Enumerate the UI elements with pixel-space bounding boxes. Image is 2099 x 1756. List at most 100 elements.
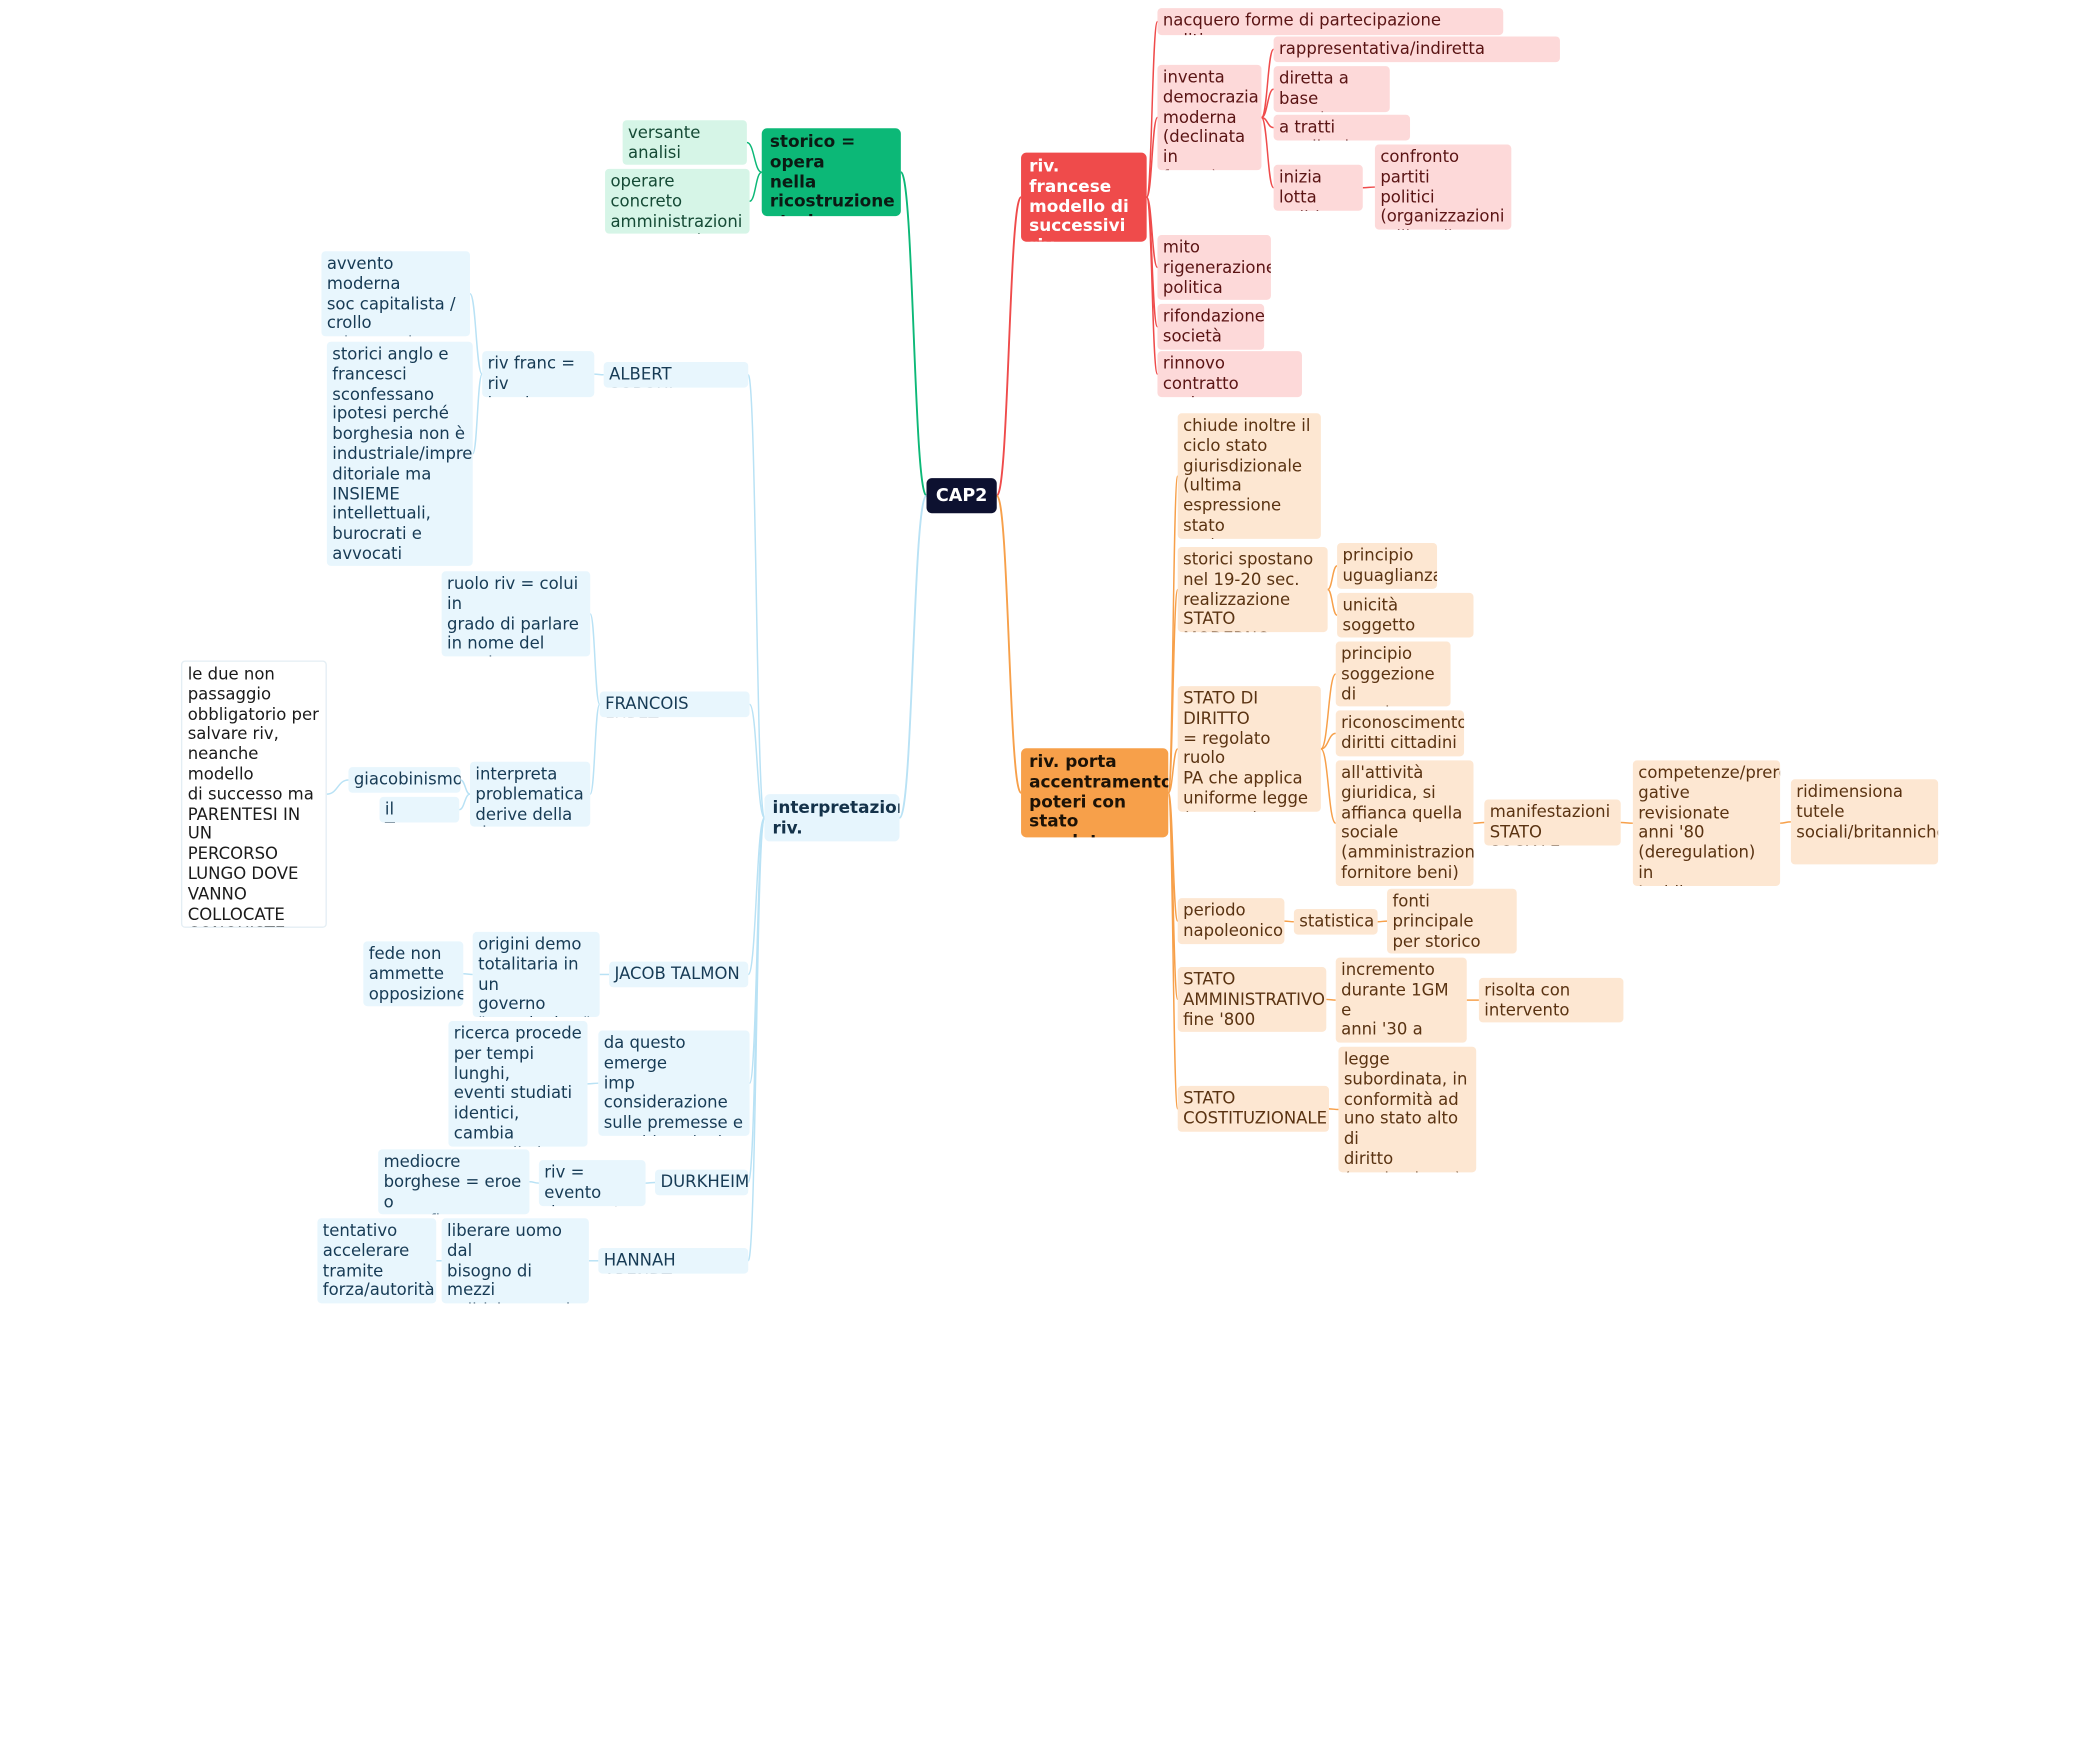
- connector-o-o1: [1167, 475, 1179, 794]
- topic-o2[interactable]: storici spostano nel 19-20 sec. realizza…: [1177, 546, 1328, 633]
- connector-b5a-b5a1: [529, 1181, 539, 1184]
- topic-o3a[interactable]: principio soggezione di poteri: [1335, 641, 1451, 707]
- topic-b1a[interactable]: riv franc = riv borghese: [482, 351, 595, 398]
- topic-o5a[interactable]: incremento durante 1GM e anni '30 a caus…: [1335, 957, 1467, 1043]
- connector-o-o2: [1167, 588, 1179, 794]
- topic-b2c[interactable]: le due non passaggio obbligatorio per sa…: [180, 660, 327, 928]
- connector-b1a-b1a2: [471, 373, 483, 455]
- topic-o5b[interactable]: risolta con intervento statale: [1478, 977, 1624, 1023]
- connector-o2-o2b: [1327, 588, 1338, 616]
- topic-r[interactable]: riv. francese modello di successivi riv.…: [1021, 152, 1147, 242]
- topic-b5[interactable]: DURKHEIM: [655, 1169, 749, 1196]
- topic-b[interactable]: interpretazione riv.: [764, 794, 900, 842]
- topic-b5a[interactable]: riv = evento rigeneratore: [538, 1160, 646, 1207]
- topic-o5[interactable]: STATO AMMINISTRATIVO fine '800: [1177, 967, 1327, 1032]
- connector-r-r5: [1145, 196, 1159, 375]
- topic-g[interactable]: storico = opera nella ricostruzione stor…: [761, 128, 901, 217]
- connector-b-b2: [748, 703, 766, 819]
- topic-b1a2[interactable]: storici anglo e francesci sconfessano ip…: [326, 341, 473, 566]
- topic-r2b[interactable]: diretta a base popolare: [1273, 66, 1390, 113]
- topic-o3c3[interactable]: ridimensiona tutele sociali/britanniche: [1790, 779, 1939, 865]
- connector-o4a-o4b: [1377, 920, 1388, 923]
- connector-b-b3: [747, 817, 766, 976]
- topic-b1a1[interactable]: avvento moderna soc capitalista / crollo…: [321, 251, 471, 337]
- connector-root-g: [899, 171, 928, 497]
- connector-o3c2-o3c3: [1780, 821, 1791, 824]
- topic-o2b[interactable]: unicità soggetto di diritto: [1337, 592, 1474, 638]
- topic-r1[interactable]: nacquero forme di partecipazione politic…: [1157, 8, 1504, 36]
- connector-o-o3: [1167, 748, 1179, 794]
- connector-b2b-b2b2: [458, 793, 471, 811]
- connector-root-o: [995, 494, 1022, 794]
- connector-r2-r2a: [1260, 48, 1275, 119]
- connector-o6-o6a: [1328, 1108, 1339, 1111]
- connector-o3-o3a: [1320, 673, 1337, 750]
- connector-o3c-o3c1: [1473, 821, 1485, 824]
- connector-g-g1: [746, 141, 763, 173]
- topic-r2c[interactable]: a tratti totalitaria: [1273, 114, 1411, 141]
- topic-b5a1[interactable]: mediocre borghese = eroe o carnefice: [378, 1149, 530, 1215]
- topic-b6a1[interactable]: tentativo accelerare tramite forza/autor…: [317, 1218, 437, 1304]
- topic-b3a[interactable]: origini demo totalitaria in un governo "…: [472, 931, 600, 1018]
- connector-o3-o3b: [1320, 732, 1336, 750]
- topic-o6[interactable]: STATO COSTITUZIONALE: [1177, 1085, 1329, 1132]
- topic-o6a[interactable]: legge subordinata, in conformità ad uno …: [1338, 1046, 1477, 1173]
- topic-o4b[interactable]: fonti principale per storico eco- socio: [1387, 888, 1517, 954]
- connector-b1a-b1a1: [469, 293, 483, 375]
- connector-o5-o5a: [1326, 998, 1336, 1001]
- connector-b-b6: [747, 817, 766, 1262]
- topic-r2d[interactable]: inizia lotta politica: [1273, 164, 1363, 211]
- topic-o[interactable]: riv. porta accentramento poteri con stat…: [1021, 748, 1169, 838]
- topic-b2b1[interactable]: giacobinismo: [348, 767, 461, 793]
- connector-r-r2: [1145, 116, 1159, 198]
- connector-b-b1: [747, 374, 766, 819]
- connector-r2-r2b: [1261, 88, 1274, 119]
- topic-o4[interactable]: periodo napoleonico: [1177, 898, 1285, 945]
- topic-b2b[interactable]: interpreta problematica derive della riv: [470, 761, 591, 827]
- topic-b2a[interactable]: ruolo riv = colui in grado di parlare in…: [441, 571, 591, 657]
- topic-b6a[interactable]: liberare uomo dal bisogno di mezzi polit…: [441, 1218, 589, 1304]
- connector-root-b: [898, 494, 928, 819]
- connector-root-r: [995, 196, 1022, 497]
- topic-b4a[interactable]: ricerca procede per tempi lunghi, eventi…: [448, 1021, 588, 1147]
- root-topic[interactable]: CAP2: [926, 478, 997, 514]
- topic-r3[interactable]: mito rigenerazione politica: [1157, 235, 1271, 300]
- connector-o2-o2a: [1327, 565, 1338, 591]
- connector-b4-b4a: [587, 1082, 599, 1085]
- topic-o3c2[interactable]: competenze/prero gative revisionate anni…: [1632, 760, 1781, 886]
- mind-map-connectors: [326, 20, 1791, 1262]
- topic-b6[interactable]: HANNAH ARENDT: [598, 1247, 749, 1274]
- connector-o-o6: [1167, 792, 1179, 1110]
- topic-b2b2[interactable]: il Terrore: [379, 796, 460, 823]
- topic-o3b[interactable]: riconoscimento diritti cittadini: [1335, 710, 1465, 757]
- topic-b3a1[interactable]: fede non ammette opposizione: [363, 941, 464, 1007]
- connector-o3-o3c: [1320, 748, 1337, 824]
- topic-b2[interactable]: FRANCOIS FURET: [599, 691, 750, 718]
- topic-r2d1[interactable]: confronto partiti politici (organizzazio…: [1374, 144, 1512, 230]
- topic-o4a[interactable]: statistica: [1293, 908, 1378, 935]
- topic-o2a[interactable]: principio uguaglianza: [1337, 542, 1438, 589]
- topic-o1[interactable]: chiude inoltre il ciclo stato giurisdizi…: [1177, 413, 1321, 539]
- topic-b3[interactable]: JACOB TALMON: [609, 961, 749, 988]
- connector-b2b-b2b1: [460, 779, 471, 795]
- connector-b5-b5a: [645, 1181, 656, 1184]
- topic-r5[interactable]: rinnovo contratto socio: [1157, 351, 1302, 398]
- topic-o3c1[interactable]: manifestazioni STATO SOCIALE: [1484, 799, 1621, 846]
- connector-r2d-r2d1: [1362, 186, 1375, 189]
- topic-g2[interactable]: operare concreto amministrazioni centro-…: [605, 168, 750, 234]
- topic-o3[interactable]: STATO DI DIRITTO = regolato ruolo PA che…: [1177, 686, 1321, 812]
- connector-b2-b2a: [589, 613, 601, 706]
- connector-o4-o4a: [1284, 920, 1294, 923]
- connector-r-r1: [1145, 20, 1159, 198]
- connector-b2b1-b2c: [326, 779, 349, 795]
- topic-r2[interactable]: inventa democrazia moderna (declinata in…: [1157, 64, 1262, 171]
- connector-b1-b1a: [594, 373, 604, 376]
- topic-r4[interactable]: rifondazione società: [1157, 303, 1265, 350]
- topic-b4[interactable]: da questo emerge imp considerazione sull…: [598, 1030, 750, 1136]
- topic-g1[interactable]: versante analisi sistemi politici: [622, 120, 747, 165]
- topic-b1[interactable]: ALBERT SOBOUL: [603, 361, 749, 388]
- connector-b3a-b3a1: [463, 973, 473, 976]
- topic-o3c[interactable]: all'attività giuridica, si affianca quel…: [1335, 760, 1474, 886]
- topic-r2a[interactable]: rappresentativa/indiretta: [1273, 36, 1560, 63]
